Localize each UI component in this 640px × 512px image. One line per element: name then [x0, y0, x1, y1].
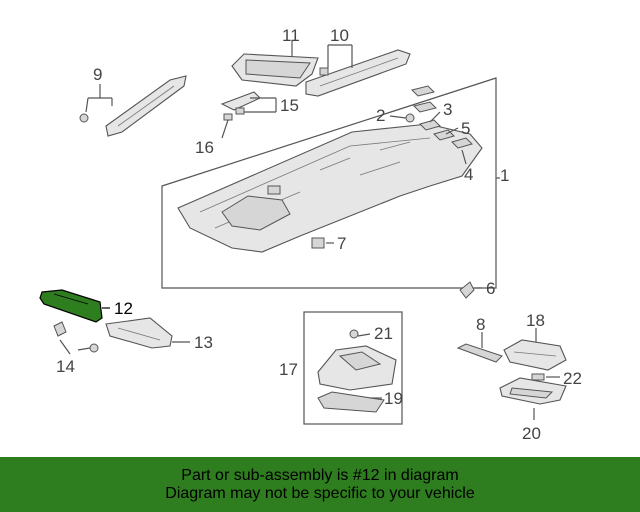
callout-6: 6: [486, 279, 495, 298]
small-clips-parts[interactable]: [405, 85, 473, 149]
banner-line-1: Part or sub-assembly is #12 in diagram: [181, 466, 459, 484]
pillar-trim-part[interactable]: [79, 75, 187, 137]
callout-12: 12: [114, 299, 133, 318]
callout-9: 9: [93, 65, 102, 84]
callout-16: 16: [195, 138, 214, 157]
visor-clip-part[interactable]: [53, 321, 99, 353]
sun-visor-part[interactable]: [39, 289, 103, 323]
clip-part-7[interactable]: [311, 237, 325, 249]
callout-11: 11: [282, 26, 300, 45]
callout-7: 7: [337, 234, 346, 253]
banner-line-2: Diagram may not be specific to your vehi…: [165, 484, 475, 502]
callout-17: 17: [279, 360, 298, 379]
visor-cover-part[interactable]: [105, 317, 173, 349]
callout-18: 18: [526, 311, 545, 330]
handle-bracket-part[interactable]: [220, 91, 261, 121]
coat-hook-part[interactable]: [459, 281, 475, 299]
callout-13: 13: [194, 333, 213, 352]
callout-1: 1: [500, 166, 509, 185]
side-rail-part[interactable]: [305, 49, 411, 97]
callout-5: 5: [461, 119, 470, 138]
callout-8: 8: [476, 315, 485, 334]
callout-21: 21: [374, 324, 393, 343]
callout-19: 19: [384, 389, 403, 408]
dome-lamp-part[interactable]: [503, 339, 567, 371]
headliner-part[interactable]: [177, 123, 483, 253]
sunroof-frame-part[interactable]: [231, 53, 319, 87]
callout-2: 2: [376, 106, 385, 125]
callout-14: 14: [56, 357, 75, 376]
lamp-bracket-part[interactable]: [456, 343, 503, 363]
callout-10: 10: [330, 26, 349, 45]
bulb-part[interactable]: [531, 373, 545, 381]
callout-3: 3: [443, 100, 452, 119]
headliner-frame: [161, 77, 497, 289]
callout-20: 20: [522, 424, 541, 443]
info-banner: Part or sub-assembly is #12 in diagram D…: [0, 457, 640, 512]
lamp-lens-part[interactable]: [499, 377, 567, 405]
lamp-assembly-box: [303, 311, 403, 425]
map-lamp-part[interactable]: [317, 329, 397, 413]
callout-22: 22: [563, 369, 582, 388]
callout-15: 15: [280, 96, 299, 115]
callout-4: 4: [464, 165, 473, 184]
